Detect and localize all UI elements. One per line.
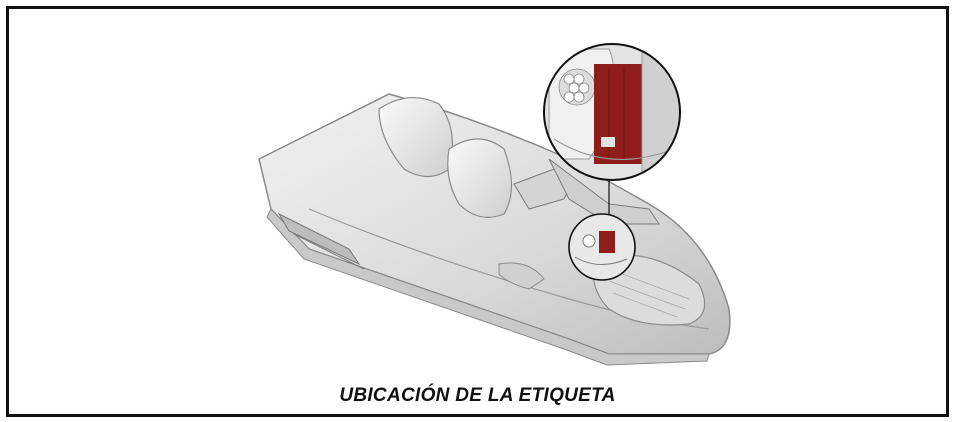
label-location-marker bbox=[569, 214, 635, 280]
vent-grille bbox=[559, 69, 595, 105]
personal-watercraft-illustration bbox=[9, 9, 946, 414]
figure-caption: UBICACIÓN DE LA ETIQUETA bbox=[9, 385, 946, 407]
figure-frame: UBICACIÓN DE LA ETIQUETA bbox=[6, 6, 949, 417]
